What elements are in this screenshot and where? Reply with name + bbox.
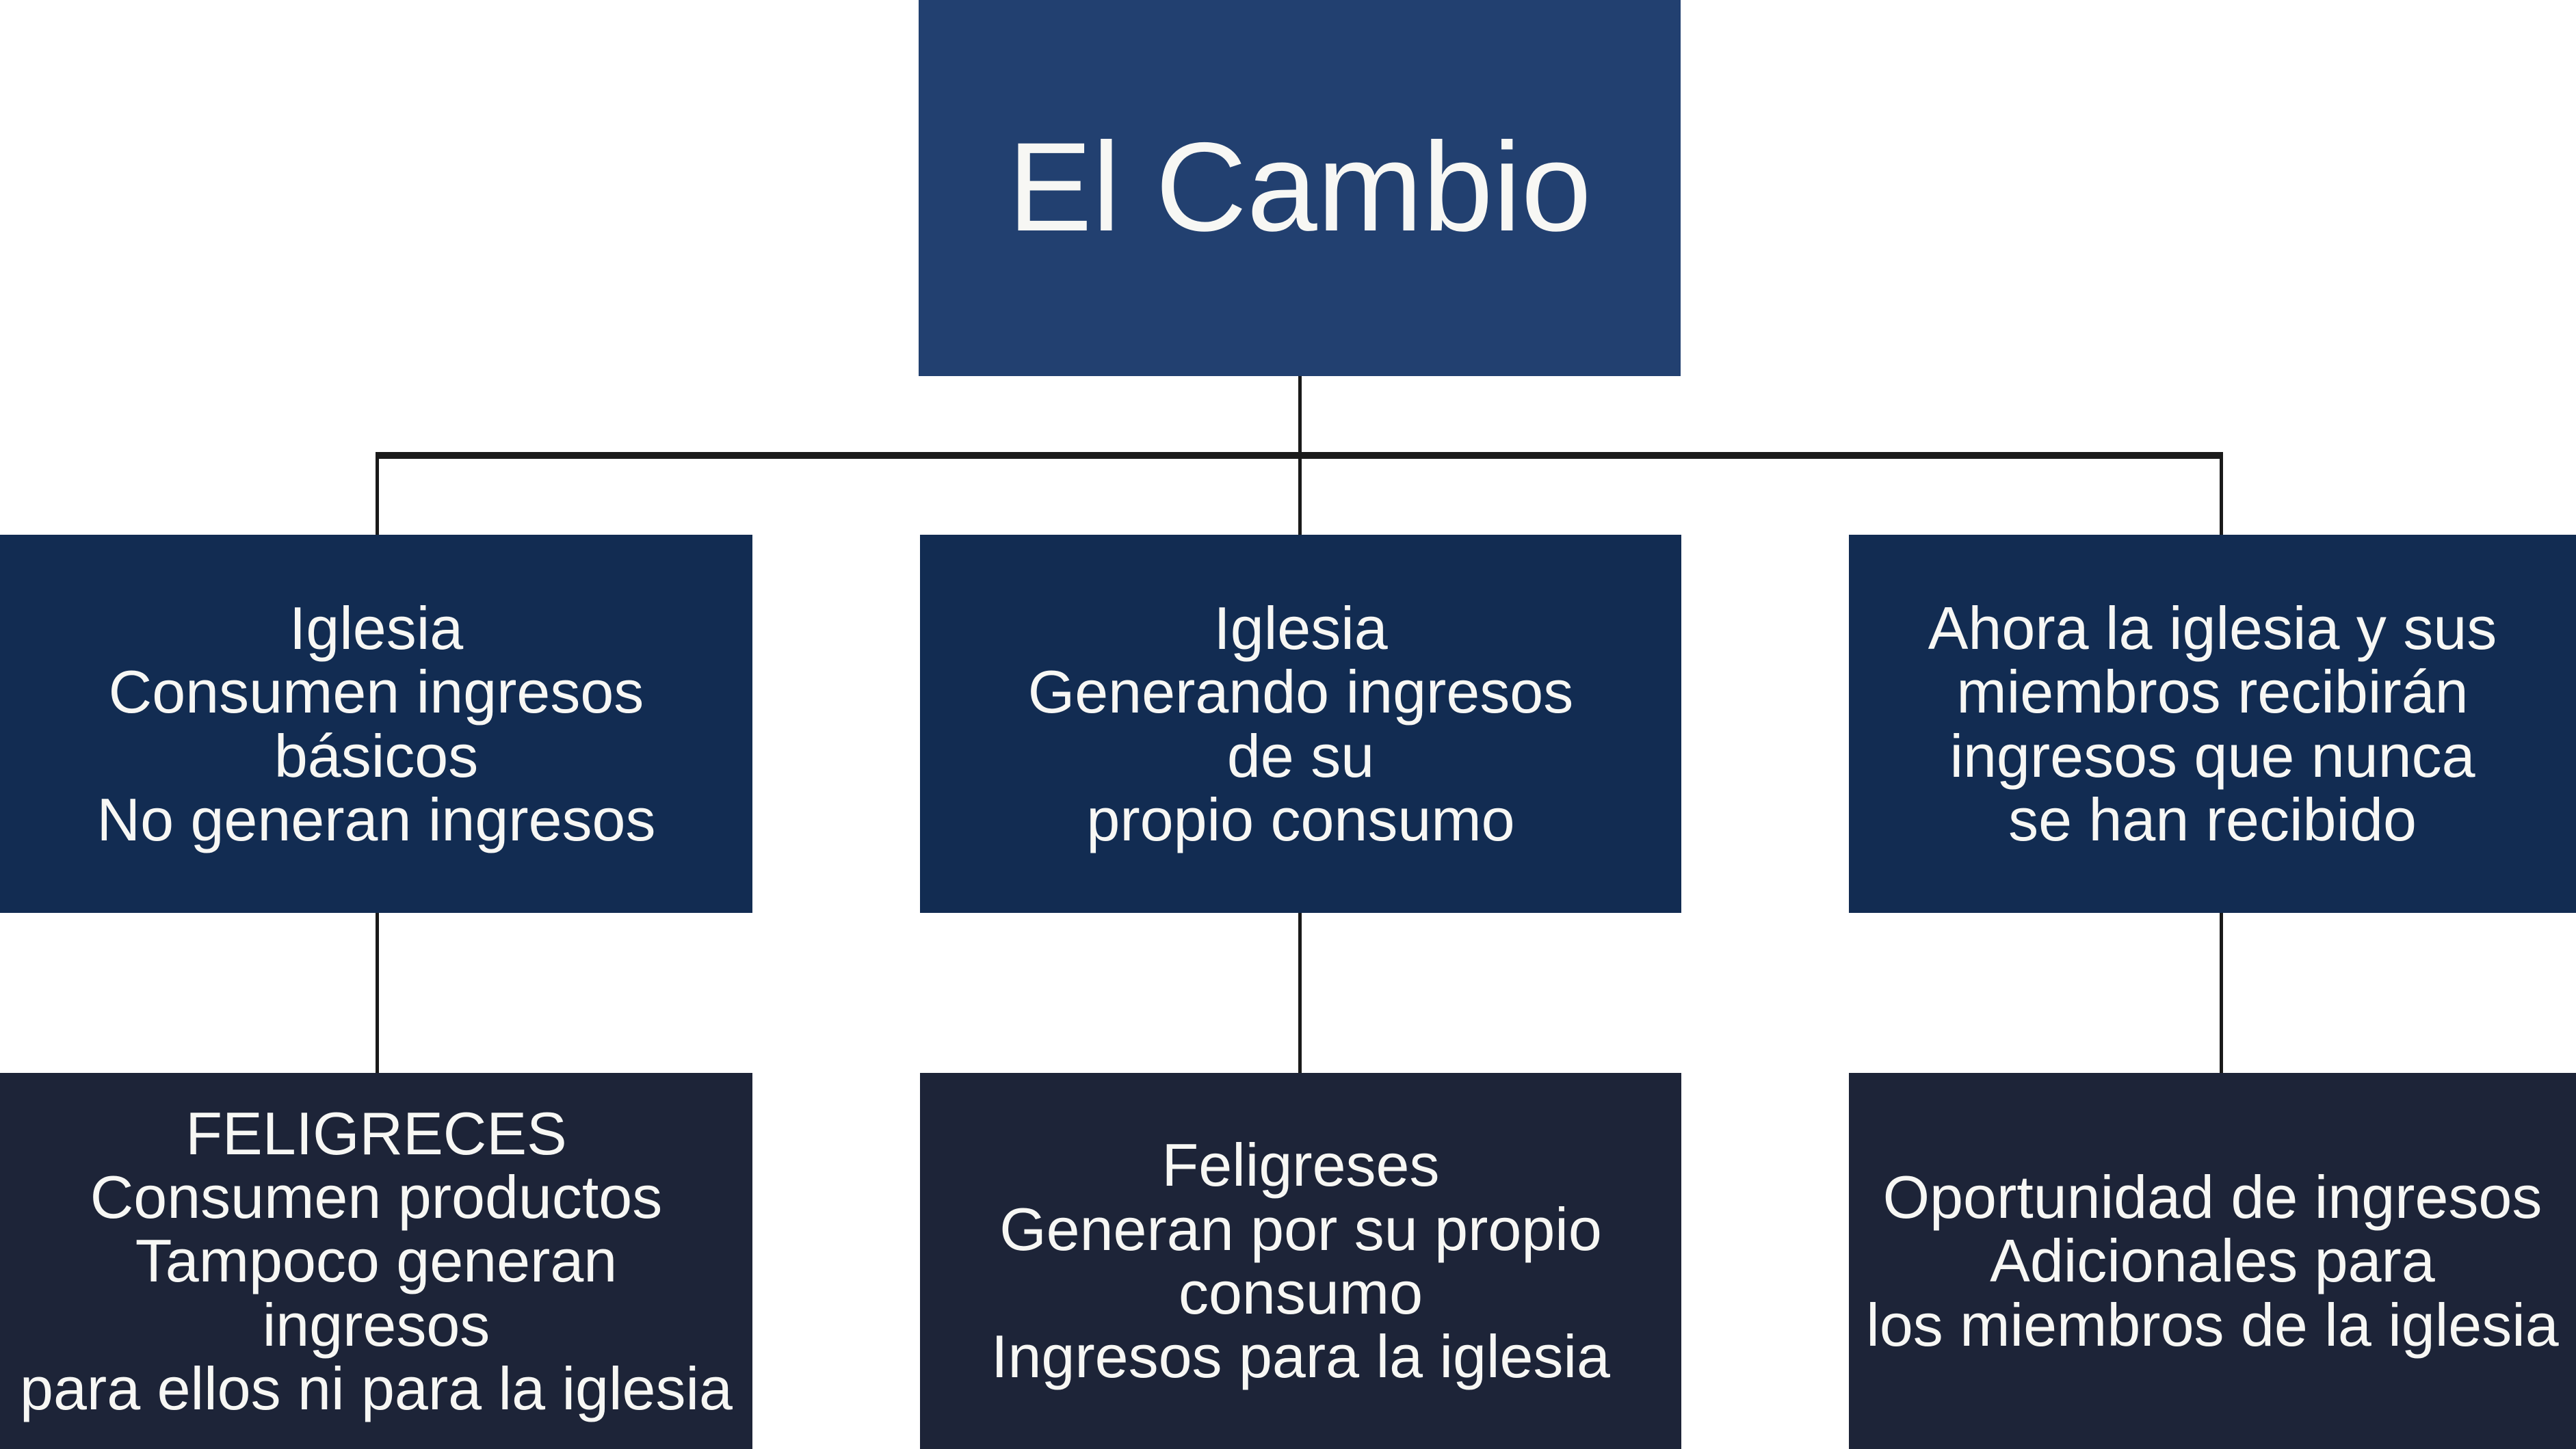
root-node-el-cambio: El Cambio (919, 0, 1681, 376)
node-text-line: Adicionales para (1990, 1227, 2435, 1295)
node-text: Iglesia Generando ingresos de su propio … (920, 596, 1681, 851)
bottom-node-feligreses-generan: Feligreses Generan por su propio consumo… (920, 1073, 1681, 1449)
bottom-node-oportunidad-ingresos: Oportunidad de ingresos Adicionales para… (1849, 1073, 2576, 1449)
node-text: Oportunidad de ingresos Adicionales para… (1849, 1165, 2576, 1357)
node-text-line: Consumen productos (90, 1163, 663, 1232)
node-text-line: se han recibido (2008, 785, 2417, 853)
node-text-line: los miembros de la iglesia (1866, 1290, 2559, 1359)
node-text-line: Generando ingresos (1027, 658, 1574, 726)
node-text-line: Oportunidad de ingresos (1882, 1163, 2542, 1232)
node-text-line: Ahora la iglesia y sus (1928, 594, 2497, 662)
node-text-line: Feligreses (1161, 1131, 1440, 1199)
connector-drop-right (2220, 452, 2223, 535)
middle-node-ahora-la-iglesia: Ahora la iglesia y sus miembros recibirá… (1849, 535, 2576, 913)
node-text-line: de su (1226, 721, 1375, 790)
node-text-line: Iglesia (289, 594, 464, 662)
node-text-line: ingresos que nunca (1949, 721, 2475, 790)
node-text-line: Tampoco generan (135, 1227, 618, 1295)
node-text: Feligreses Generan por su propio consumo… (920, 1133, 1681, 1388)
node-text-line: para ellos ni para la iglesia (20, 1354, 733, 1422)
middle-node-iglesia-consumen: Iglesia Consumen ingresos básicos No gen… (0, 535, 752, 913)
connector-horizontal-bus (376, 452, 2223, 459)
node-text-line: Consumen ingresos (108, 658, 644, 726)
node-text-line: ingresos (262, 1290, 490, 1359)
node-text: Iglesia Consumen ingresos básicos No gen… (0, 596, 752, 851)
connector-left-to-bottom (376, 913, 379, 1073)
node-text-line: FELIGRECES (185, 1099, 567, 1167)
node-text-line: básicos (274, 721, 479, 790)
node-text-line: Iglesia (1213, 594, 1388, 662)
node-text-line: Generan por su propio (999, 1195, 1602, 1263)
node-text-line: miembros recibirán (1956, 658, 2469, 726)
connector-right-to-bottom (2220, 913, 2223, 1073)
node-text-line: No generan ingresos (96, 785, 656, 853)
bottom-node-feligreces: FELIGRECES Consumen productos Tampoco ge… (0, 1073, 752, 1449)
connector-center-to-bottom (1298, 913, 1302, 1073)
node-text-line: Ingresos para la iglesia (991, 1322, 1610, 1391)
node-text: FELIGRECES Consumen productos Tampoco ge… (0, 1099, 752, 1422)
node-text-line: propio consumo (1086, 785, 1515, 853)
node-text-line: consumo (1178, 1259, 1423, 1327)
node-text: Ahora la iglesia y sus miembros recibirá… (1849, 596, 2576, 851)
middle-node-iglesia-generando: Iglesia Generando ingresos de su propio … (920, 535, 1681, 913)
root-node-title: El Cambio (1008, 117, 1592, 258)
connector-drop-left (376, 452, 379, 535)
